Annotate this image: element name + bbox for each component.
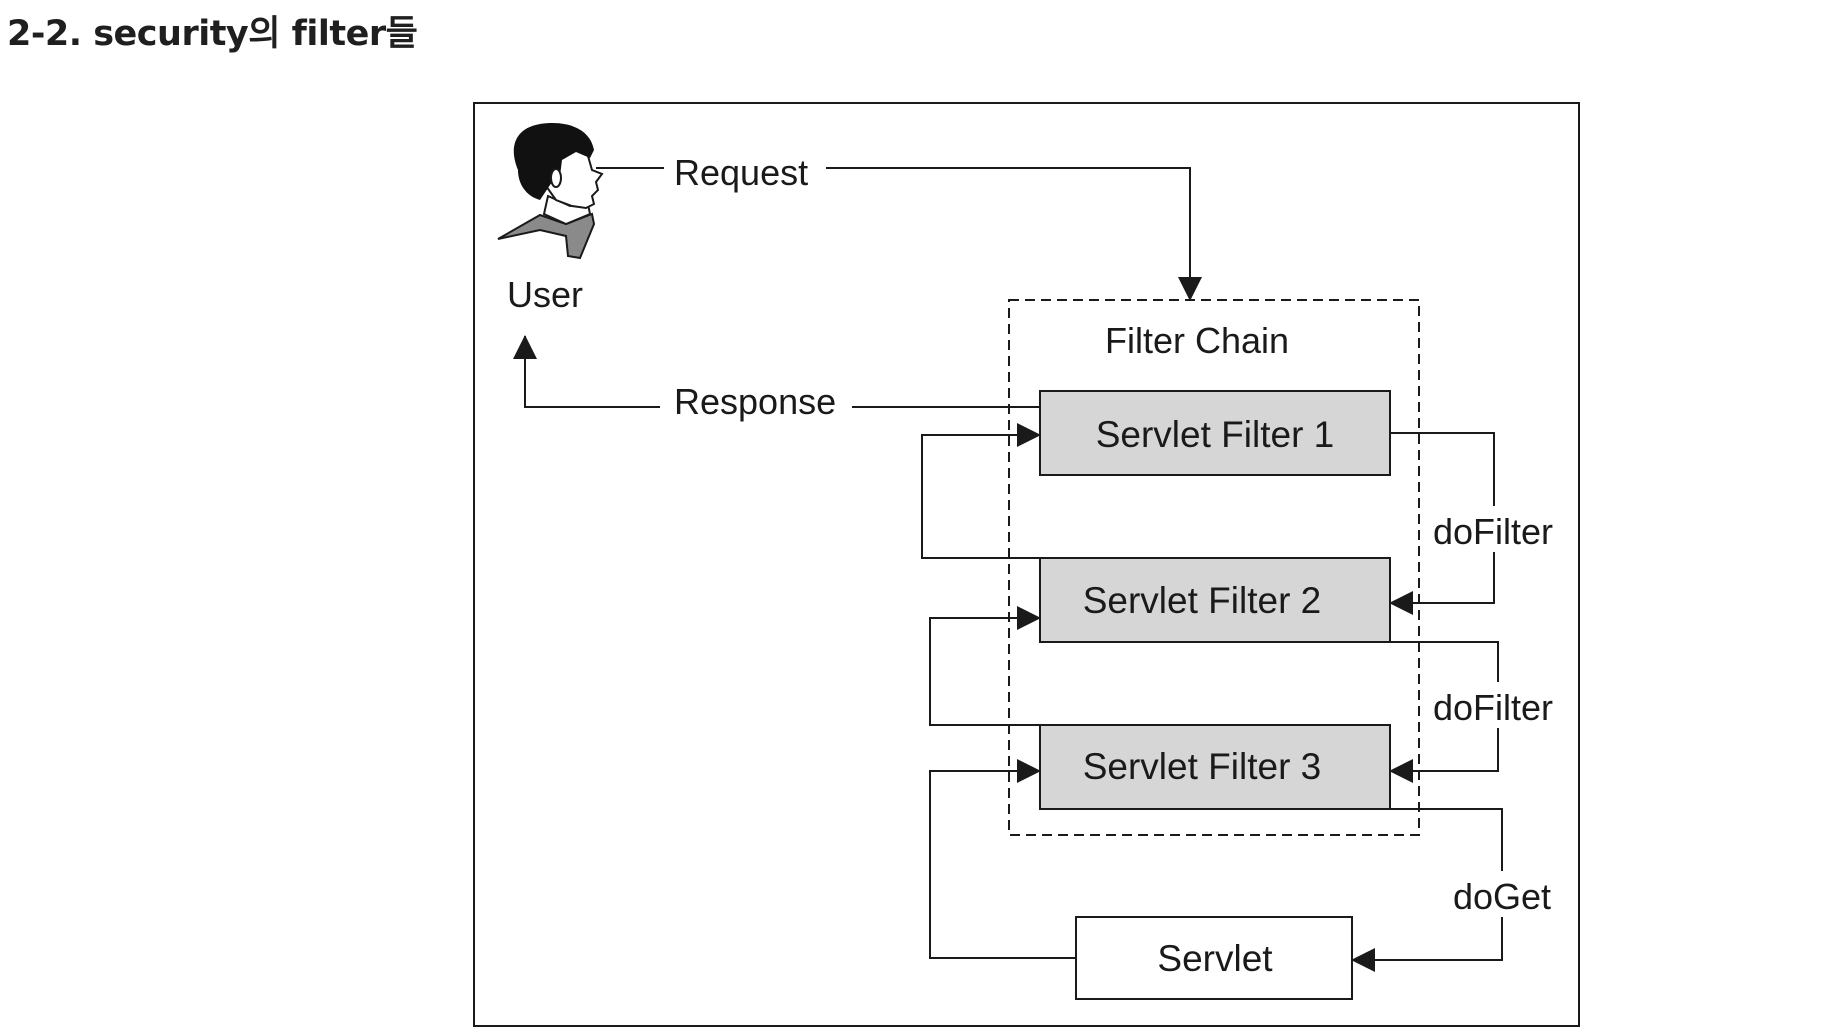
user-icon [497,123,604,260]
dofilter-label-1: doFilter [1433,511,1553,552]
request-arrow [826,167,1202,301]
response-arrow [513,335,660,408]
diagram-frame [473,102,1580,1027]
servlet-filter-3-label: Servlet Filter 3 [1083,746,1322,787]
return-arrow-filter3-to-filter2 [929,606,1041,726]
servlet-filter-3: Servlet Filter 3 [1039,724,1391,810]
request-label: Request [674,152,808,193]
servlet-filter-2: Servlet Filter 2 [1039,557,1391,643]
section-heading: 2-2. security의 filter들 [7,14,418,54]
servlet-filter-1-label: Servlet Filter 1 [1096,414,1335,455]
filter-chain-container [1008,299,1420,836]
response-label: Response [674,381,836,422]
servlet-label: Servlet [1157,938,1273,979]
dofilter-label-2: doFilter [1433,687,1553,728]
return-arrow-filter2-to-filter1 [921,423,1041,559]
doget-label: doGet [1453,876,1551,917]
filter-chain-label: Filter Chain [1105,320,1289,361]
servlet-filter-2-label: Servlet Filter 2 [1083,580,1322,621]
user-label: User [507,274,583,315]
return-arrow-servlet-to-filter3 [929,759,1076,959]
servlet-filter-1: Servlet Filter 1 [1039,390,1391,476]
servlet-box: Servlet [1075,916,1353,1000]
